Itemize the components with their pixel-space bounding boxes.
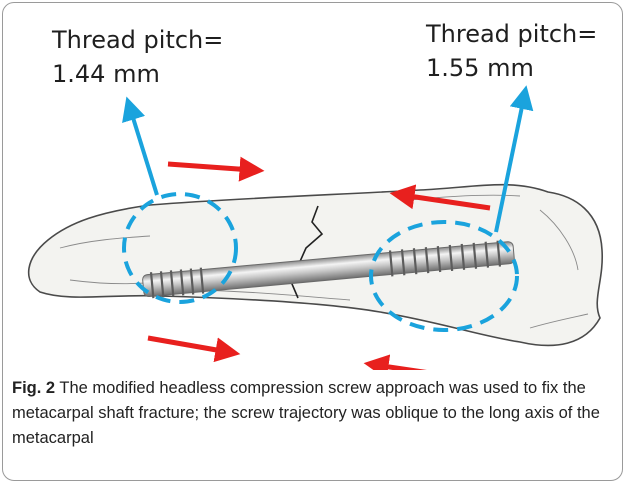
figure-caption: Fig. 2 The modified headless compression…	[12, 376, 612, 451]
caption-text: The modified headless compression screw …	[12, 379, 600, 447]
force-arrow-bottom-left	[148, 338, 228, 352]
force-arrow-bottom-right	[376, 365, 464, 370]
figure-number: Fig. 2	[12, 379, 55, 397]
left-pitch-arrow	[130, 108, 157, 195]
force-arrow-top-left	[168, 164, 252, 170]
metacarpal-screw-illustration	[0, 0, 627, 370]
